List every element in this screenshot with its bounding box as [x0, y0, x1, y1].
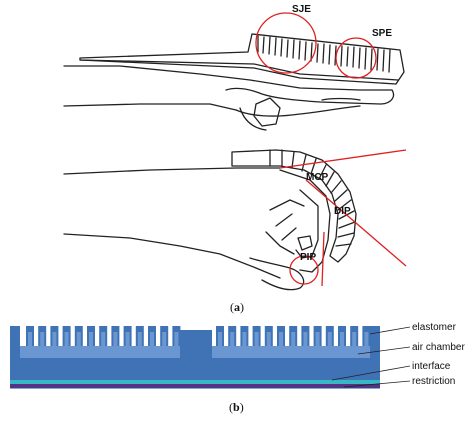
air-chamber-cell: [137, 332, 142, 346]
air-chamber-cell: [174, 332, 179, 346]
actuator-cross-section: [10, 326, 380, 389]
air-chamber-cell: [125, 332, 130, 346]
air-chamber-cell: [101, 332, 106, 346]
elastomer-center-divider: [180, 346, 212, 358]
air-chamber-cell: [150, 332, 154, 346]
elastomer-center-block: [180, 330, 212, 346]
restriction-label: restriction: [412, 376, 455, 387]
spe-label: SPE: [372, 28, 392, 39]
spe-highlight-circle: [335, 37, 377, 79]
panel-b-leader-lines: [331, 326, 411, 388]
air-chamber-cell: [113, 332, 118, 346]
interface-label: interface: [412, 361, 451, 372]
air-chamber-cell: [40, 332, 45, 346]
restriction-layer: [10, 384, 380, 388]
sje-highlight-circle: [255, 12, 317, 74]
thumb-highlight-circle: [289, 255, 319, 285]
elastomer-end-wall: [10, 326, 20, 346]
air-chamber-cell: [266, 332, 271, 346]
air-chamber-cell: [64, 332, 69, 346]
air-chamber-cell: [230, 332, 235, 346]
air-chamber-cell: [218, 332, 222, 346]
air-chamber-cell: [291, 332, 296, 346]
air-chamber-cell: [327, 332, 332, 346]
air-chamber-cell: [279, 332, 283, 346]
mcp-label: MCP: [306, 172, 329, 183]
air-chamber-cell: [162, 332, 167, 346]
pip-angle-line: [321, 231, 325, 287]
flexed-hand-illustration: [63, 149, 357, 291]
air-chamber-cell: [340, 332, 344, 346]
air-chamber-cell: [364, 332, 369, 346]
interface-layer: [10, 380, 380, 384]
pip-label: PIP: [300, 252, 316, 263]
air-chamber-label: air chamber: [412, 342, 465, 353]
air-chamber-cell: [315, 332, 320, 346]
air-chamber-cell: [254, 332, 259, 346]
extended-hand-illustration: [63, 33, 405, 131]
elastomer-layer: [10, 326, 380, 380]
air-chamber-cell: [352, 332, 357, 346]
panel-b-caption: (b): [229, 400, 244, 414]
air-chamber-cell: [242, 332, 247, 346]
air-chamber-cell: [76, 332, 81, 346]
panel-a-caption: (a): [230, 300, 244, 314]
mcp-angle-line: [279, 149, 407, 169]
dip-angle-line: [305, 179, 407, 267]
air-chamber-cell: [52, 332, 57, 346]
elastomer-end-wall: [370, 326, 380, 346]
sje-label: SJE: [292, 4, 311, 15]
air-chamber-cell: [303, 332, 308, 346]
air-chamber-cell: [89, 332, 93, 346]
elastomer-label: elastomer: [412, 322, 457, 333]
actuator-bellows-ridges: [257, 35, 391, 73]
air-chamber-cell: [28, 332, 32, 346]
dip-label: DIP: [334, 206, 351, 217]
